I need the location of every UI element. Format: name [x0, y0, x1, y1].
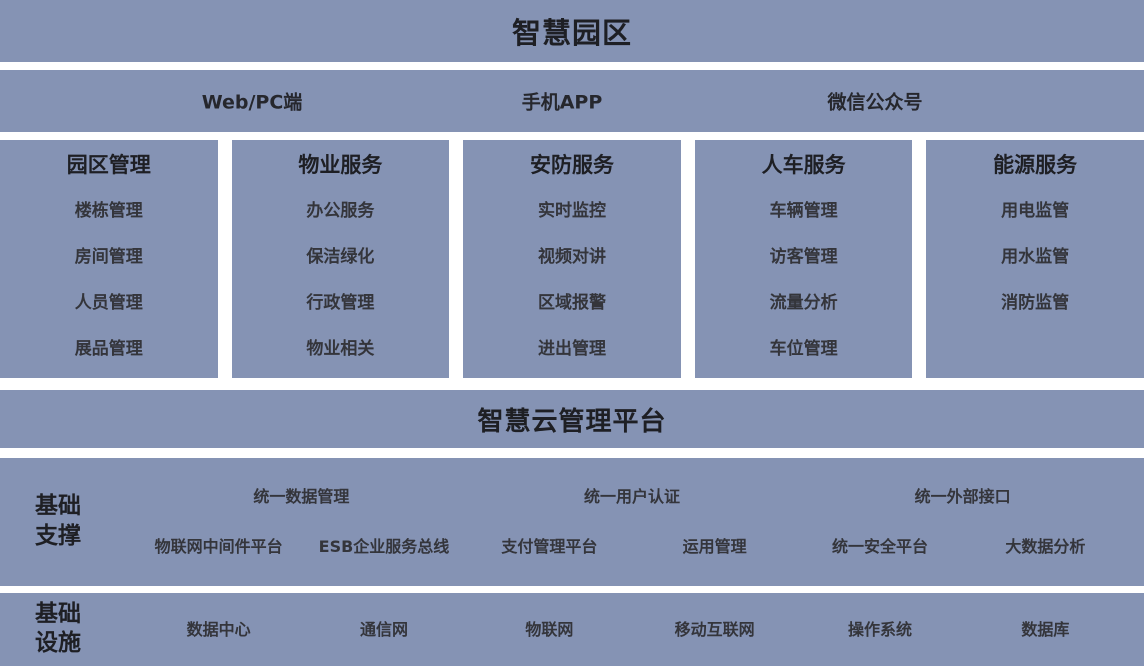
infrastructure-section-label: 基础 设施: [35, 600, 81, 660]
column-header: 物业服务: [298, 153, 383, 177]
infrastructure-item: 数据中心: [186, 619, 251, 639]
service-item: 实时监控: [537, 201, 606, 221]
band-cloud-platform: 智慧云管理平台: [0, 390, 1144, 448]
band-basic-support: 基础 支撑 统一数据管理 统一用户认证 统一外部接口 物联网中间件平台 ESB企…: [0, 458, 1144, 586]
column-header: 人车服务: [761, 153, 846, 177]
column-items: 用电监管 用水监管 消防监管: [1001, 188, 1069, 326]
channel-web-pc: Web/PC端: [201, 91, 303, 114]
service-item: 视频对讲: [537, 247, 606, 267]
service-item: 房间管理: [74, 247, 143, 267]
service-item: 用水监管: [1001, 247, 1070, 267]
support-item: 运用管理: [682, 537, 747, 556]
band-channels: Web/PC端 手机APP 微信公众号: [0, 70, 1144, 132]
channel-wechat-official: 微信公众号: [827, 91, 923, 114]
infrastructure-item: 操作系统: [847, 619, 912, 639]
service-item: 消防监管: [1001, 293, 1070, 313]
support-item: 物联网中间件平台: [154, 537, 283, 556]
service-column-park-management: 园区管理 楼栋管理 房间管理 人员管理 展品管理: [0, 140, 218, 378]
support-item: ESB企业服务总线: [318, 537, 450, 556]
service-item: 保洁绿化: [306, 247, 375, 267]
diagram-title: 智慧园区: [511, 16, 632, 50]
infrastructure-item: 物联网: [525, 619, 574, 639]
infrastructure-item: 数据库: [1021, 619, 1070, 639]
support-item: 统一用户认证: [583, 487, 680, 506]
column-header: 能源服务: [993, 153, 1078, 177]
service-item: 车位管理: [769, 339, 838, 359]
support-section-label: 基础 支撑: [35, 492, 81, 552]
platform-title: 智慧云管理平台: [477, 406, 667, 437]
column-header: 园区管理: [66, 153, 151, 177]
service-item: 人员管理: [74, 293, 143, 313]
support-row-platforms: 物联网中间件平台 ESB企业服务总线 支付管理平台 运用管理 统一安全平台 大数…: [136, 530, 1128, 564]
support-item: 统一数据管理: [253, 487, 350, 506]
service-item: 办公服务: [306, 201, 375, 221]
service-item: 展品管理: [74, 339, 143, 359]
support-label-line1: 基础: [35, 493, 81, 520]
support-item: 统一安全平台: [831, 537, 928, 556]
column-items: 实时监控 视频对讲 区域报警 进出管理: [538, 188, 606, 372]
band-main-title: 智慧园区: [0, 0, 1144, 62]
service-item: 访客管理: [769, 247, 838, 267]
service-item: 用电监管: [1001, 201, 1070, 221]
channel-mobile-app: 手机APP: [521, 91, 603, 114]
support-item: 支付管理平台: [501, 537, 598, 556]
service-item: 进出管理: [537, 339, 606, 359]
service-column-people-vehicle-services: 人车服务 车辆管理 访客管理 流量分析 车位管理: [694, 140, 913, 378]
support-row-unified: 统一数据管理 统一用户认证 统一外部接口: [136, 480, 1128, 514]
band-service-columns: 园区管理 楼栋管理 房间管理 人员管理 展品管理 物业服务 办公服务 保洁绿化 …: [0, 140, 1144, 378]
column-items: 楼栋管理 房间管理 人员管理 展品管理: [75, 188, 143, 372]
service-item: 流量分析: [769, 293, 838, 313]
infrastructure-label-line1: 基础: [35, 600, 81, 627]
service-column-energy-services: 能源服务 用电监管 用水监管 消防监管: [926, 140, 1144, 378]
infrastructure-label-line2: 设施: [35, 630, 81, 657]
service-column-property-services: 物业服务 办公服务 保洁绿化 行政管理 物业相关: [231, 140, 450, 378]
infrastructure-item: 移动互联网: [674, 619, 755, 639]
service-item: 物业相关: [306, 339, 375, 359]
service-column-security-services: 安防服务 实时监控 视频对讲 区域报警 进出管理: [463, 140, 681, 378]
service-item: 楼栋管理: [74, 201, 143, 221]
support-label-line2: 支撑: [35, 523, 81, 549]
column-items: 车辆管理 访客管理 流量分析 车位管理: [770, 188, 838, 372]
service-item: 行政管理: [306, 293, 375, 313]
infrastructure-item: 通信网: [359, 619, 408, 639]
infrastructure-items-row: 数据中心 通信网 物联网 移动互联网 操作系统 数据库: [136, 613, 1128, 647]
column-items: 办公服务 保洁绿化 行政管理 物业相关: [306, 188, 374, 372]
support-item: 统一外部接口: [914, 487, 1011, 506]
column-header: 安防服务: [529, 153, 614, 177]
band-infrastructure: 基础 设施 数据中心 通信网 物联网 移动互联网 操作系统 数据库: [0, 593, 1144, 666]
support-item: 大数据分析: [1005, 537, 1086, 556]
service-item: 车辆管理: [769, 201, 838, 221]
service-item: 区域报警: [537, 293, 606, 313]
